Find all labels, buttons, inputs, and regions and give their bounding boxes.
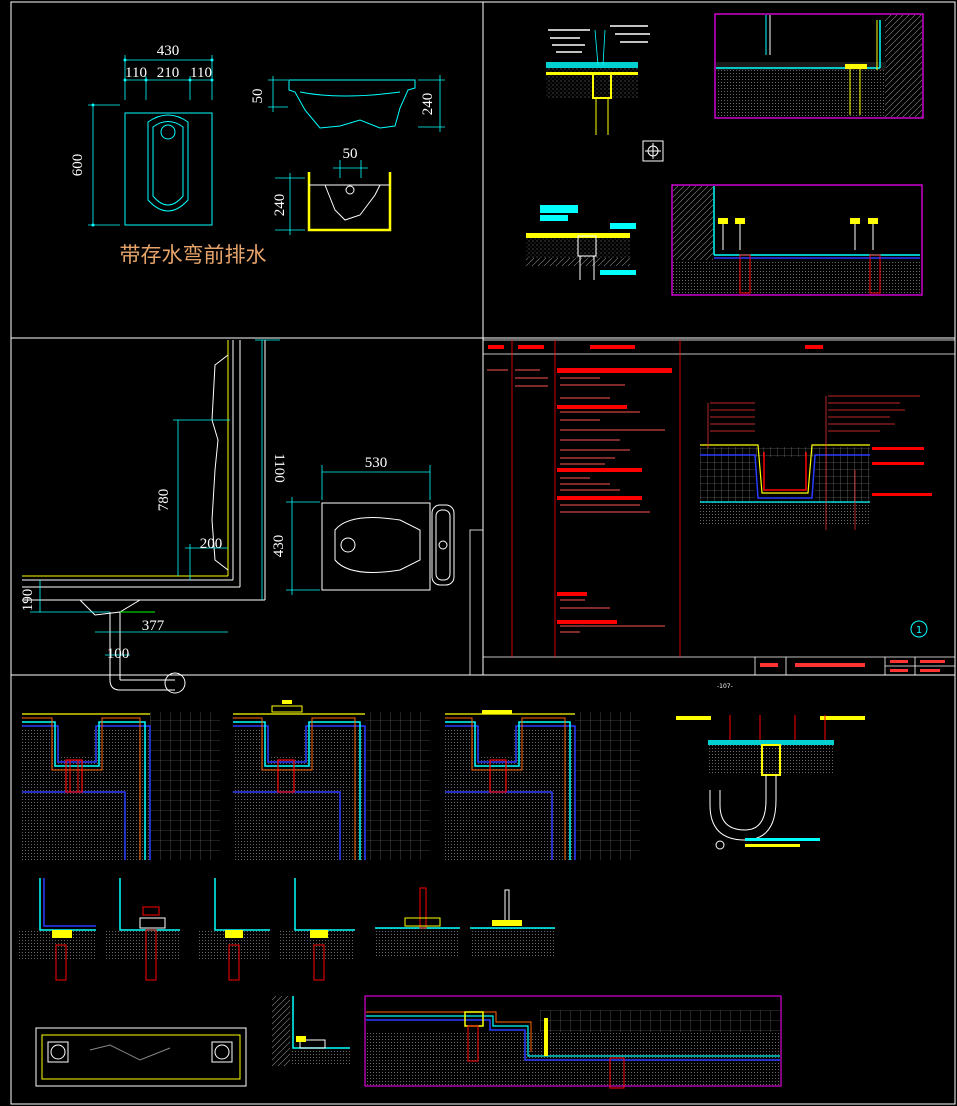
trench-cover-plan (35, 1027, 247, 1087)
dim-110-right: 110 (190, 65, 212, 81)
squat-pan-section: 50 240 (272, 146, 392, 235)
dim-200: 200 (200, 536, 223, 552)
dim-100: 100 (107, 646, 130, 662)
drain-symbol (642, 140, 664, 162)
drain-pit-section (700, 395, 932, 530)
dim-50-side: 50 (250, 89, 266, 104)
toilet-side-elevation: 780 1100 200 190 377 100 (20, 339, 287, 694)
bottom-marker: -107- (717, 683, 733, 690)
dim-240-section: 240 (272, 194, 288, 217)
trench-detail-2 (233, 700, 430, 860)
small-detail-row (18, 878, 555, 981)
detail-number: 1 (916, 625, 922, 636)
floor-drain-detail-b (526, 205, 636, 280)
wall-section-b (671, 184, 923, 296)
dim-430: 430 (157, 43, 180, 59)
dim-210: 210 (157, 65, 180, 81)
dim-377: 377 (142, 618, 165, 634)
trench-detail-1 (22, 712, 220, 860)
squat-pan-plan: 430 110 210 110 600 (70, 43, 214, 227)
squat-caption: 带存水弯前排水 (120, 243, 267, 267)
floor-drain-detail-a (546, 25, 650, 135)
spec-table: 1 (469, 339, 956, 676)
squat-pan-side: 50 240 (250, 75, 445, 132)
dim-530: 530 (365, 455, 388, 471)
trench-detail-3 (445, 710, 640, 860)
dim-430-plan: 430 (271, 535, 287, 558)
dim-780: 780 (156, 489, 172, 512)
toilet-plan-view: 530 430 (271, 455, 455, 595)
p-trap-drain-detail: -107- (676, 683, 865, 850)
wall-corner-detail (272, 996, 350, 1066)
wall-section-a (714, 13, 924, 119)
dim-1100: 1100 (271, 453, 287, 482)
dim-110-left: 110 (125, 65, 147, 81)
dim-50-section: 50 (343, 146, 358, 162)
dim-600: 600 (70, 154, 86, 177)
long-section-detail (364, 995, 782, 1089)
dim-190: 190 (20, 589, 36, 612)
dim-240-side: 240 (420, 93, 436, 116)
